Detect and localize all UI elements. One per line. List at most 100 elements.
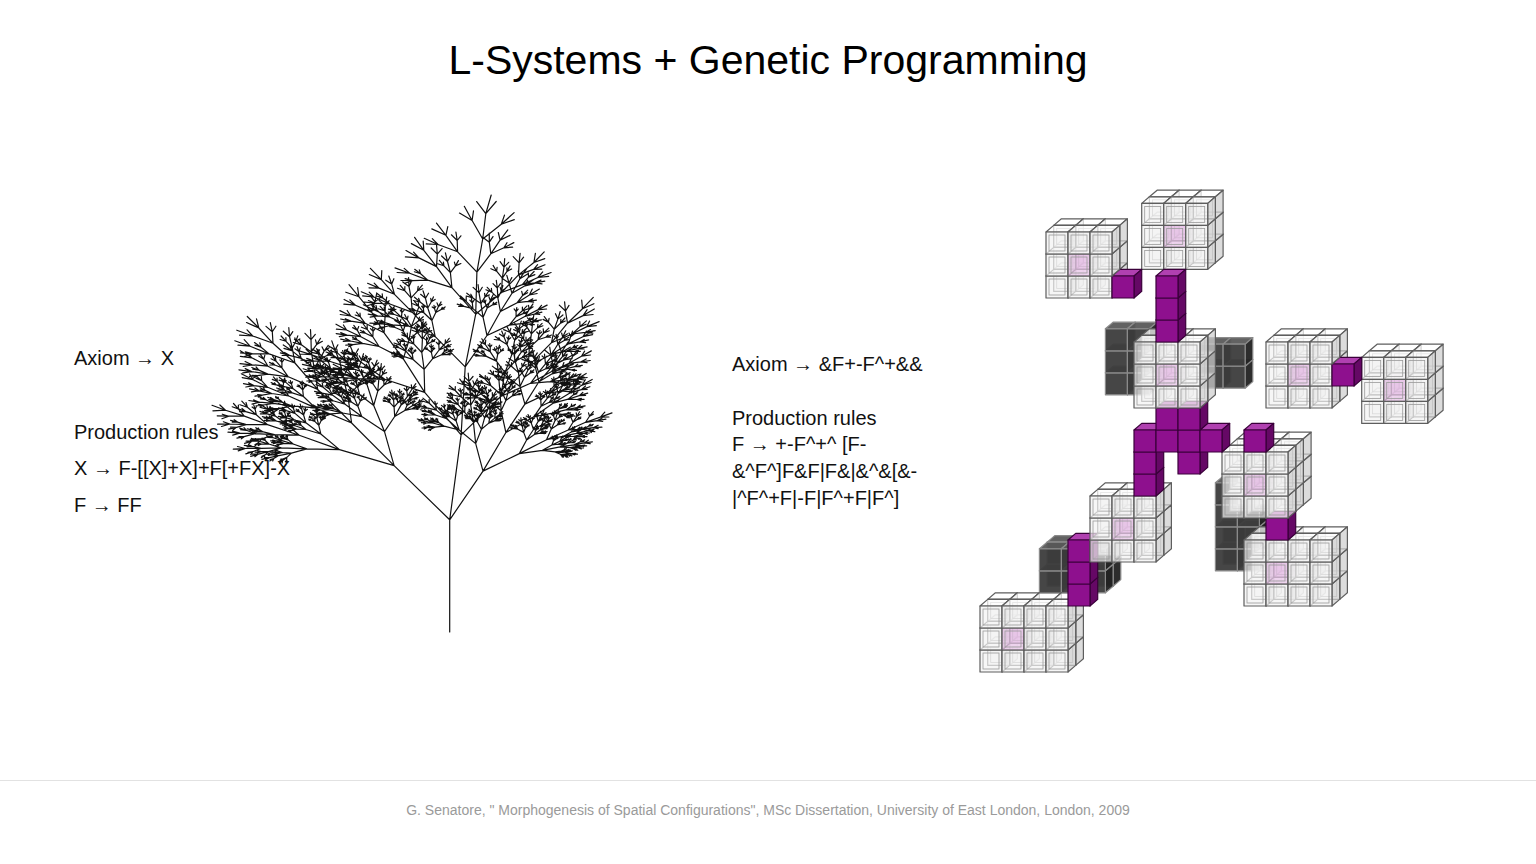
voxel-inset <box>1093 235 1109 251</box>
voxel-face <box>1332 533 1340 562</box>
voxel-inset <box>1291 543 1307 559</box>
voxel-face <box>1245 338 1253 367</box>
voxel-face <box>1406 379 1428 401</box>
voxel-face <box>1112 496 1134 518</box>
voxel-face <box>1178 408 1200 430</box>
voxel-inset <box>1093 257 1109 273</box>
voxel-face <box>1090 518 1112 540</box>
voxel-inset <box>1387 382 1403 398</box>
voxel-inset <box>1145 250 1161 266</box>
voxel-inset <box>1409 360 1425 376</box>
voxel-inset <box>1027 609 1043 625</box>
voxel-inset <box>1365 404 1381 420</box>
voxel-face <box>1244 452 1266 474</box>
voxel-face <box>1178 364 1200 386</box>
voxel-inset <box>1247 499 1263 515</box>
voxel-inset <box>983 631 999 647</box>
voxel-face <box>1134 474 1156 496</box>
voxel-illustration <box>980 190 1443 672</box>
voxel-inset <box>1145 228 1161 244</box>
voxel-face <box>1215 549 1237 571</box>
voxel-face <box>1024 606 1046 628</box>
voxel-inset <box>1137 521 1153 537</box>
voxel-inset <box>1189 250 1205 266</box>
voxel-face <box>1178 342 1200 364</box>
production-rule: X → F-[[X]+X]+F[+FX]-X <box>74 456 290 480</box>
voxel-face <box>1002 606 1024 628</box>
voxel-face <box>1156 298 1178 320</box>
voxel-cube <box>1310 335 1340 364</box>
voxel-face <box>1266 452 1288 474</box>
voxel-face <box>1406 357 1428 379</box>
voxel-inset <box>1387 360 1403 376</box>
voxel-inset <box>1093 279 1109 295</box>
voxel-face <box>1435 344 1443 373</box>
voxel-inset <box>1049 609 1065 625</box>
voxel-face <box>1222 452 1244 474</box>
voxel-face <box>1002 650 1024 672</box>
voxel-face <box>1134 386 1156 408</box>
voxel-face <box>1142 203 1164 225</box>
voxel-face <box>1164 483 1172 512</box>
voxel-inset <box>1269 345 1285 361</box>
voxel-face <box>1310 584 1332 606</box>
voxel-inset <box>1093 521 1109 537</box>
voxel-face <box>1112 225 1120 254</box>
voxel-face <box>1164 247 1186 269</box>
voxel-face <box>1002 628 1024 650</box>
voxel-face <box>1266 342 1288 364</box>
voxel-inset <box>1313 367 1329 383</box>
voxel-inset <box>1247 565 1263 581</box>
voxel-face <box>1105 351 1127 373</box>
axiom-text: Axiom → &F+-F^+&& <box>732 352 923 376</box>
voxel-face <box>1068 584 1090 606</box>
voxel-face <box>1208 197 1216 226</box>
voxel-face <box>1244 496 1266 518</box>
voxel-face <box>1024 650 1046 672</box>
voxel-face <box>1288 364 1310 386</box>
voxel-face <box>1266 364 1288 386</box>
voxel-inset <box>1291 587 1307 603</box>
voxel-inset <box>1145 206 1161 222</box>
voxel-face <box>1156 364 1178 386</box>
voxel-face <box>1362 379 1384 401</box>
voxel-face <box>1362 401 1384 423</box>
voxel-face <box>1090 254 1112 276</box>
voxel-face <box>980 606 1002 628</box>
voxel-inset <box>1093 499 1109 515</box>
voxel-inset <box>1049 235 1065 251</box>
voxel-cube <box>1112 269 1142 298</box>
voxel-inset <box>1167 206 1183 222</box>
voxel-inset <box>1159 389 1175 405</box>
voxel-inset <box>1071 235 1087 251</box>
axiom-text: Axiom → X <box>74 346 174 370</box>
voxel-face <box>1310 364 1332 386</box>
voxel-face <box>1090 276 1112 298</box>
voxel-face <box>1134 269 1142 298</box>
production-rule: F → FF <box>74 493 142 517</box>
voxel-inset <box>1269 477 1285 493</box>
voxel-face <box>1288 540 1310 562</box>
voxel-inset <box>1049 257 1065 273</box>
citation-caption: G. Senatore, " Morphogenesis of Spatial … <box>0 801 1536 819</box>
voxel-face <box>1244 540 1266 562</box>
voxel-inset <box>1247 455 1263 471</box>
voxel-face <box>1428 351 1436 380</box>
voxel-inset <box>1005 653 1021 669</box>
voxel-inset <box>1291 345 1307 361</box>
voxel-inset <box>1005 609 1021 625</box>
voxel-inset <box>1115 521 1131 537</box>
voxel-inset <box>1159 367 1175 383</box>
voxel-face <box>1046 232 1068 254</box>
voxel-face <box>1288 342 1310 364</box>
voxel-inset <box>1313 565 1329 581</box>
voxel-face <box>1288 445 1296 474</box>
voxel-inset <box>1269 587 1285 603</box>
voxel-face <box>1266 423 1274 452</box>
voxel-inset <box>1137 499 1153 515</box>
voxel-face <box>1164 225 1186 247</box>
voxel-face <box>1105 373 1127 395</box>
voxel-inset <box>1313 389 1329 405</box>
voxel-face <box>1134 518 1156 540</box>
